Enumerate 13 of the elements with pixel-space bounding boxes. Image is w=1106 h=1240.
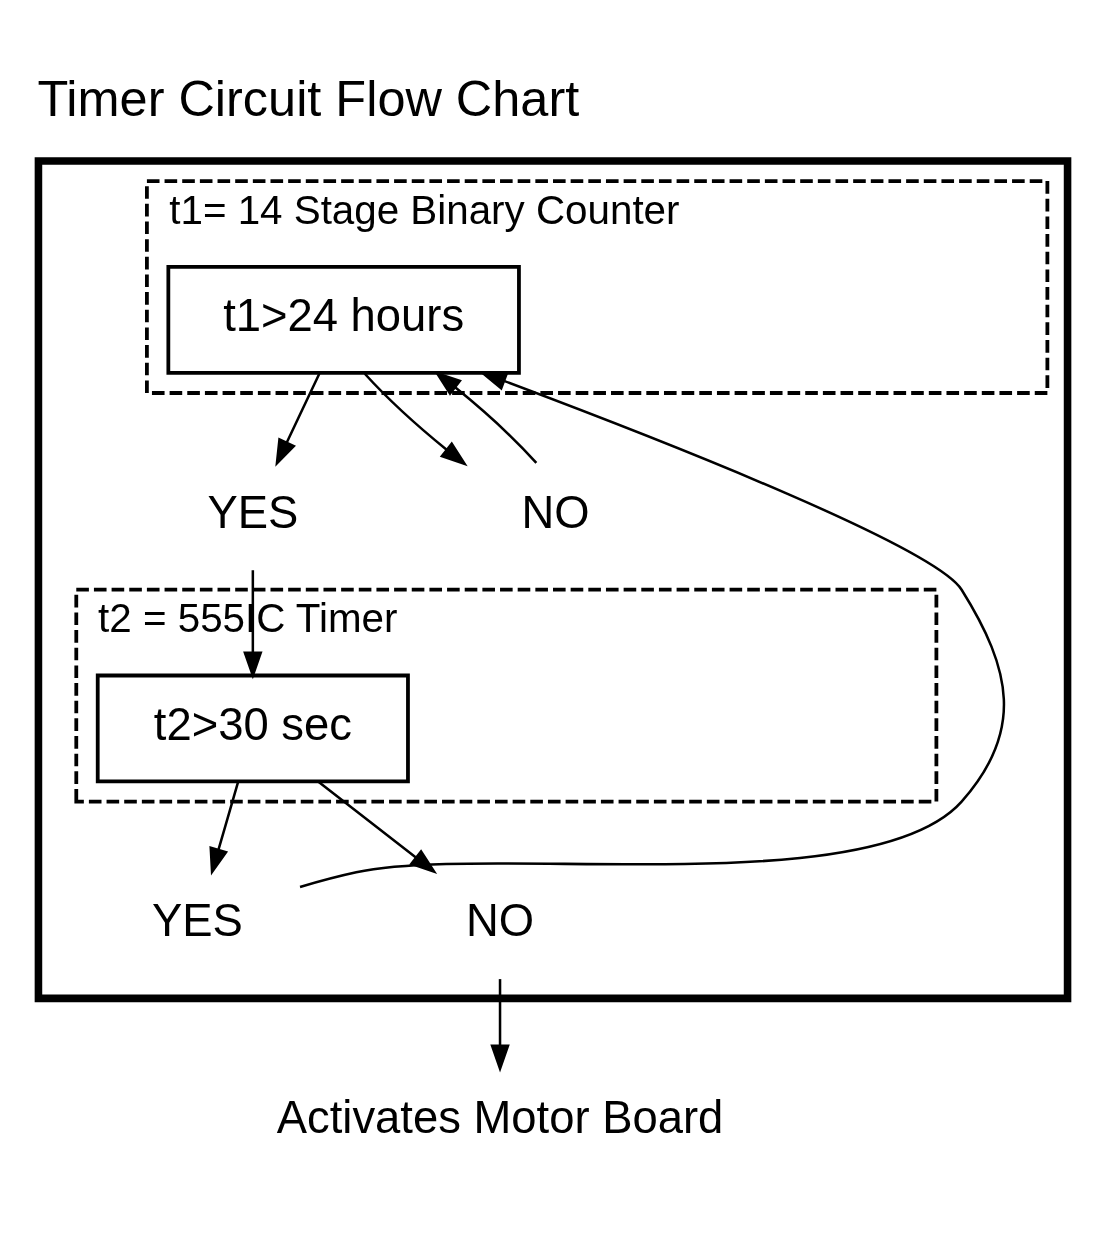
arrow [490,979,510,1073]
node-text: YES [151,895,243,947]
cluster [34,157,1072,1003]
node-box: t1>24 hours [166,265,521,375]
node-text: NO [521,486,590,538]
node-text: NO [465,895,535,947]
diagram-title: Timer Circuit Flow Chart [37,69,580,127]
arrow [275,373,321,467]
node-text: YES [207,486,299,538]
arrow [209,782,240,876]
node-text: Activates Motor Board [276,1092,724,1144]
arrow [299,371,1006,889]
node-box: t2>30 sec [95,673,410,784]
